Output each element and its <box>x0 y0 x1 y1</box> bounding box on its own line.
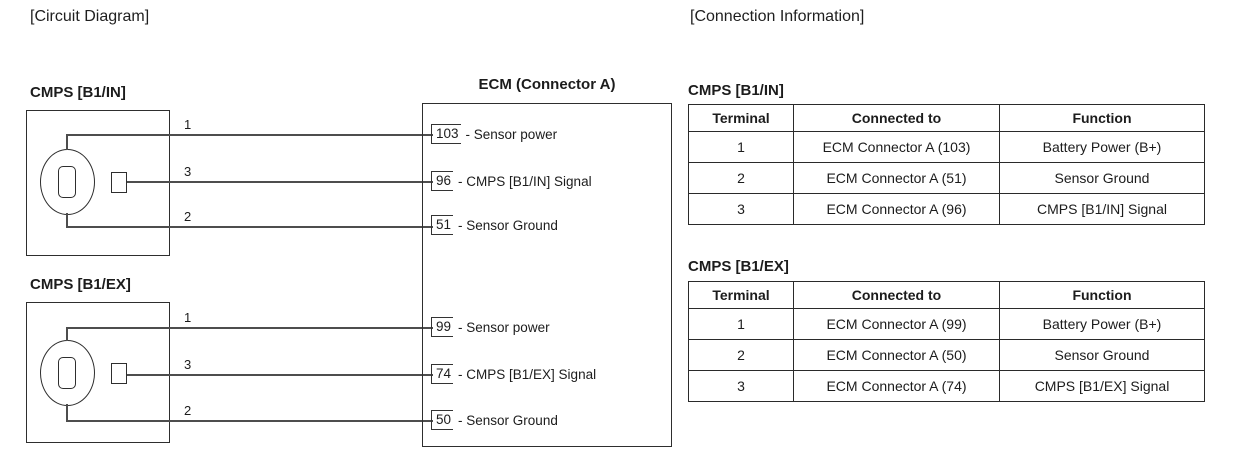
cmps-b1ex-connector-label: CMPS [B1/EX] <box>30 276 131 293</box>
cmps-b1in-sensor-circle <box>40 149 95 215</box>
pin-description: - Sensor Ground <box>458 412 558 428</box>
terminal-number: 2 <box>184 209 192 224</box>
wire-b1ex-terminal2 <box>66 420 433 422</box>
cmps-b1ex-sensor-core <box>58 357 76 389</box>
pin-description: - Sensor Ground <box>458 217 558 233</box>
column-header-connected-to: Connected to <box>793 281 1000 309</box>
column-header-connected-to: Connected to <box>793 104 1000 132</box>
column-header-terminal: Terminal <box>688 104 794 132</box>
cmps-b1in-connector-box <box>26 110 170 256</box>
wire-b1in-terminal2 <box>66 226 433 228</box>
column-header-function: Function <box>999 104 1205 132</box>
pin-description: - CMPS [B1/EX] Signal <box>458 366 597 382</box>
terminal-number: 2 <box>184 403 192 418</box>
cmps-b1ex-connector-box <box>26 302 170 443</box>
pin-bracket-symbol: 51 <box>431 215 454 235</box>
ecm-connector-title: ECM (Connector A) <box>478 76 616 93</box>
ecm-pin-74: 74 - CMPS [B1/EX] Signal <box>431 364 596 384</box>
cell-connected-to: ECM Connector A (50) <box>793 339 1000 371</box>
ecm-pin-51: 51 - Sensor Ground <box>431 215 558 235</box>
cell-function: CMPS [B1/EX] Signal <box>999 370 1205 402</box>
wire-b1in-terminal3 <box>127 181 433 183</box>
cell-terminal: 1 <box>688 131 794 163</box>
cell-terminal: 2 <box>688 339 794 371</box>
pin-bracket-symbol: 96 <box>431 171 454 191</box>
circuit-diagram-title: [Circuit Diagram] <box>30 8 150 25</box>
connection-table-b1in: Terminal Connected to Function 1 ECM Con… <box>688 104 1205 225</box>
terminal-number: 1 <box>184 117 192 132</box>
table-heading-cmps-b1ex: CMPS [B1/EX] <box>688 258 789 275</box>
table-heading-cmps-b1in: CMPS [B1/IN] <box>688 82 784 99</box>
ecm-pin-50: 50 - Sensor Ground <box>431 410 558 430</box>
ecm-pin-96: 96 - CMPS [B1/IN] Signal <box>431 171 592 191</box>
connection-table-b1ex: Terminal Connected to Function 1 ECM Con… <box>688 281 1205 402</box>
cell-function: CMPS [B1/IN] Signal <box>999 193 1205 225</box>
cell-terminal: 2 <box>688 162 794 194</box>
table-header-row: Terminal Connected to Function <box>688 281 1205 309</box>
table-row: 1 ECM Connector A (99) Battery Power (B+… <box>688 308 1205 340</box>
cell-function: Battery Power (B+) <box>999 131 1205 163</box>
wire-stub <box>66 213 68 227</box>
table-row: 2 ECM Connector A (51) Sensor Ground <box>688 162 1205 194</box>
wire-b1ex-terminal1 <box>66 327 433 329</box>
pin-bracket-symbol: 103 <box>431 124 461 144</box>
cell-terminal: 3 <box>688 193 794 225</box>
cell-function: Sensor Ground <box>999 339 1205 371</box>
ecm-pin-99: 99 - Sensor power <box>431 317 550 337</box>
pin-description: - Sensor power <box>465 126 558 142</box>
ecm-connector-box <box>422 103 672 447</box>
cell-terminal: 1 <box>688 308 794 340</box>
pin-bracket-symbol: 99 <box>431 317 454 337</box>
pin-bracket-symbol: 50 <box>431 410 454 430</box>
cell-connected-to: ECM Connector A (103) <box>793 131 1000 163</box>
column-header-function: Function <box>999 281 1205 309</box>
terminal-number: 3 <box>184 357 192 372</box>
table-row: 2 ECM Connector A (50) Sensor Ground <box>688 339 1205 371</box>
cell-connected-to: ECM Connector A (74) <box>793 370 1000 402</box>
cmps-b1ex-sensor-circle <box>40 340 95 406</box>
wire-stub <box>66 327 68 341</box>
wire-b1in-terminal1 <box>66 134 433 136</box>
cmps-b1in-connector-label: CMPS [B1/IN] <box>30 84 126 101</box>
ecm-pin-103: 103 - Sensor power <box>431 124 557 144</box>
cmps-b1in-sensor-core <box>58 166 76 198</box>
connection-information-title: [Connection Information] <box>690 8 865 25</box>
cmps-b1ex-terminal-square <box>111 363 127 384</box>
cell-function: Battery Power (B+) <box>999 308 1205 340</box>
wire-stub <box>66 134 68 150</box>
cell-function: Sensor Ground <box>999 162 1205 194</box>
table-row: 3 ECM Connector A (96) CMPS [B1/IN] Sign… <box>688 193 1205 225</box>
wire-stub <box>66 404 68 421</box>
terminal-number: 3 <box>184 164 192 179</box>
table-row: 3 ECM Connector A (74) CMPS [B1/EX] Sign… <box>688 370 1205 402</box>
pin-bracket-symbol: 74 <box>431 364 454 384</box>
pin-description: - CMPS [B1/IN] Signal <box>458 173 592 189</box>
terminal-number: 1 <box>184 310 192 325</box>
cell-connected-to: ECM Connector A (99) <box>793 308 1000 340</box>
cell-connected-to: ECM Connector A (96) <box>793 193 1000 225</box>
cmps-b1in-terminal-square <box>111 172 127 193</box>
pin-description: - Sensor power <box>458 319 550 335</box>
column-header-terminal: Terminal <box>688 281 794 309</box>
wire-b1ex-terminal3 <box>127 374 433 376</box>
table-header-row: Terminal Connected to Function <box>688 104 1205 132</box>
cell-terminal: 3 <box>688 370 794 402</box>
table-row: 1 ECM Connector A (103) Battery Power (B… <box>688 131 1205 163</box>
cell-connected-to: ECM Connector A (51) <box>793 162 1000 194</box>
